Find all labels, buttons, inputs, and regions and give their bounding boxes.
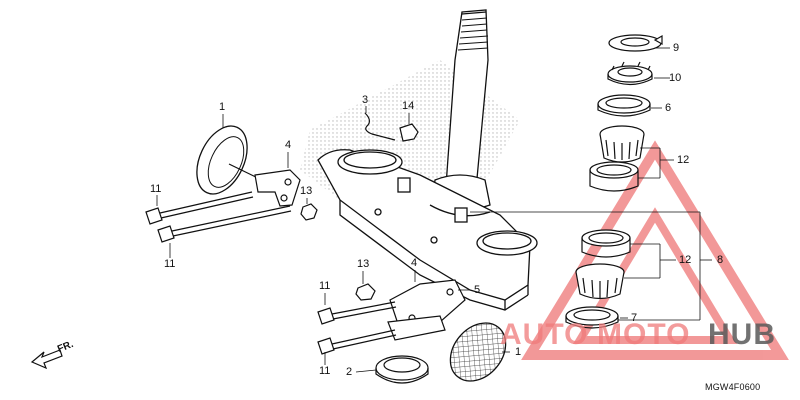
bracket-upper	[254, 169, 301, 207]
bolt-upper-a	[145, 191, 254, 225]
upper-bearing	[599, 125, 645, 163]
callout-8: 8	[717, 254, 724, 266]
lower-dust-seal	[565, 306, 619, 329]
watermark-word-auto: AUTO	[500, 318, 589, 351]
bolt-upper-b	[157, 205, 292, 243]
callout-14: 14	[402, 100, 415, 112]
diagram-code: MGW4F0600	[705, 382, 761, 392]
callout-4-lower: 4	[411, 257, 418, 269]
dust-seal	[597, 94, 651, 117]
callout-1-upper: 1	[219, 101, 226, 113]
front-direction-arrow-icon	[30, 349, 63, 370]
cover-disc-upper	[196, 125, 263, 195]
callout-6: 6	[665, 102, 672, 114]
callout-5: 5	[474, 284, 481, 296]
callout-11-b: 11	[164, 258, 176, 270]
callout-2: 2	[346, 366, 353, 378]
lock-washer	[608, 34, 663, 52]
stem-nut	[607, 61, 653, 86]
bolt-lower-b	[317, 329, 397, 355]
bracket-lower	[387, 279, 466, 341]
seal-ring	[375, 355, 429, 384]
callout-11-d: 11	[319, 365, 331, 377]
callout-13-upper: 13	[300, 185, 313, 197]
lower-bearing	[575, 263, 625, 300]
callout-10: 10	[669, 72, 682, 84]
callout-1-lower: 1	[515, 346, 522, 358]
bolt-lower-a	[317, 301, 397, 325]
nut-lower	[355, 283, 376, 301]
callout-3: 3	[362, 94, 369, 106]
callout-4-upper: 4	[285, 139, 292, 151]
nut-upper	[300, 203, 318, 221]
bolt-small	[399, 123, 419, 142]
leader-lines	[156, 47, 712, 373]
mesh-cover-lower	[449, 322, 507, 382]
callout-9: 9	[673, 42, 680, 54]
callout-7: 7	[631, 312, 638, 324]
watermark-word-moto: MOTO	[597, 318, 691, 351]
watermark-word-hub: HUB	[708, 318, 776, 351]
callout-11-c: 11	[319, 280, 331, 292]
callout-12-lower: 12	[679, 254, 692, 266]
upper-race	[589, 161, 639, 192]
clip-part	[364, 112, 396, 141]
lower-race	[581, 229, 631, 258]
callout-12-upper: 12	[677, 154, 690, 166]
callout-13-lower: 13	[357, 258, 370, 270]
callout-11-a: 11	[150, 183, 162, 195]
